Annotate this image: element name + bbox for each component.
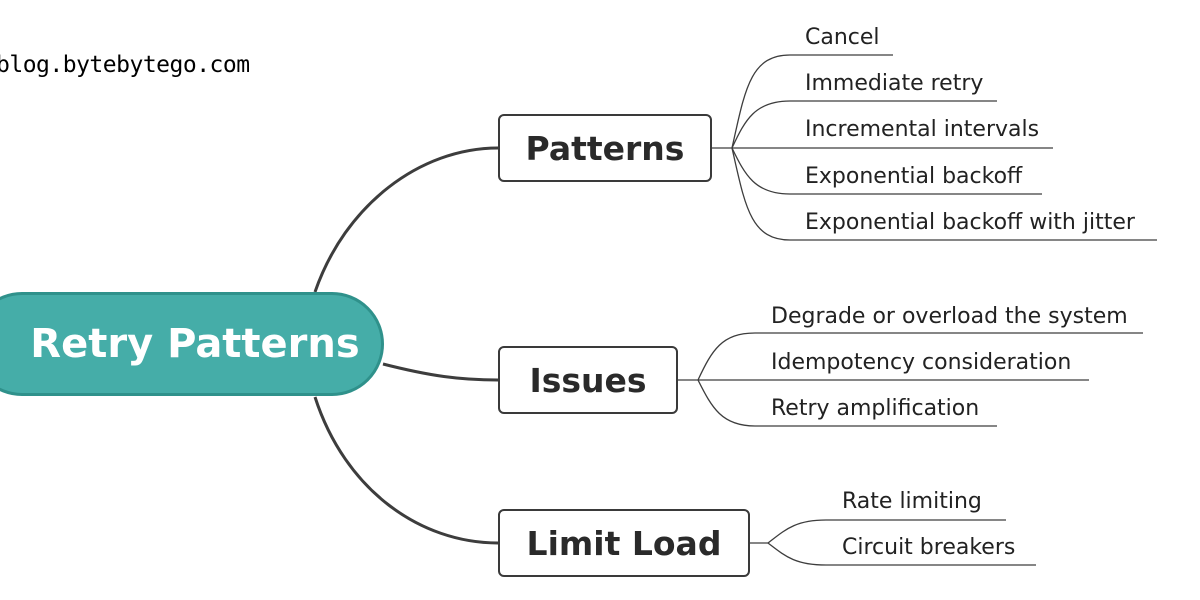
leaf-cancel: Cancel	[805, 25, 880, 50]
leaf-immediate-retry: Immediate retry	[805, 71, 984, 96]
leaf-degrade-overload: Degrade or overload the system	[771, 304, 1128, 329]
leaf-circuit-breakers: Circuit breakers	[842, 535, 1016, 560]
leaf-retry-amplification: Retry amplification	[771, 396, 980, 421]
watermark-url: blog.bytebytego.com	[0, 52, 250, 78]
issues-leaf-lines	[678, 332, 1143, 427]
connector-root-limit-load	[313, 396, 499, 545]
branch-node-patterns: Patterns	[498, 114, 712, 182]
leaf-exponential-backoff-jitter: Exponential backoff with jitter	[805, 210, 1135, 235]
leaf-exponential-backoff: Exponential backoff	[805, 164, 1023, 189]
connector-root-issues	[382, 362, 499, 382]
root-node: Retry Patterns	[0, 292, 384, 396]
patterns-leaf-lines	[712, 54, 1157, 241]
branch-node-issues: Issues	[498, 346, 678, 414]
connector-root-patterns	[313, 146, 499, 293]
branch-node-limit-load: Limit Load	[498, 509, 750, 577]
leaf-rate-limiting: Rate limiting	[842, 489, 982, 514]
leaf-idempotency: Idempotency consideration	[771, 350, 1072, 375]
leaf-incremental-intervals: Incremental intervals	[805, 117, 1040, 142]
limit-load-leaf-lines	[750, 519, 1036, 566]
